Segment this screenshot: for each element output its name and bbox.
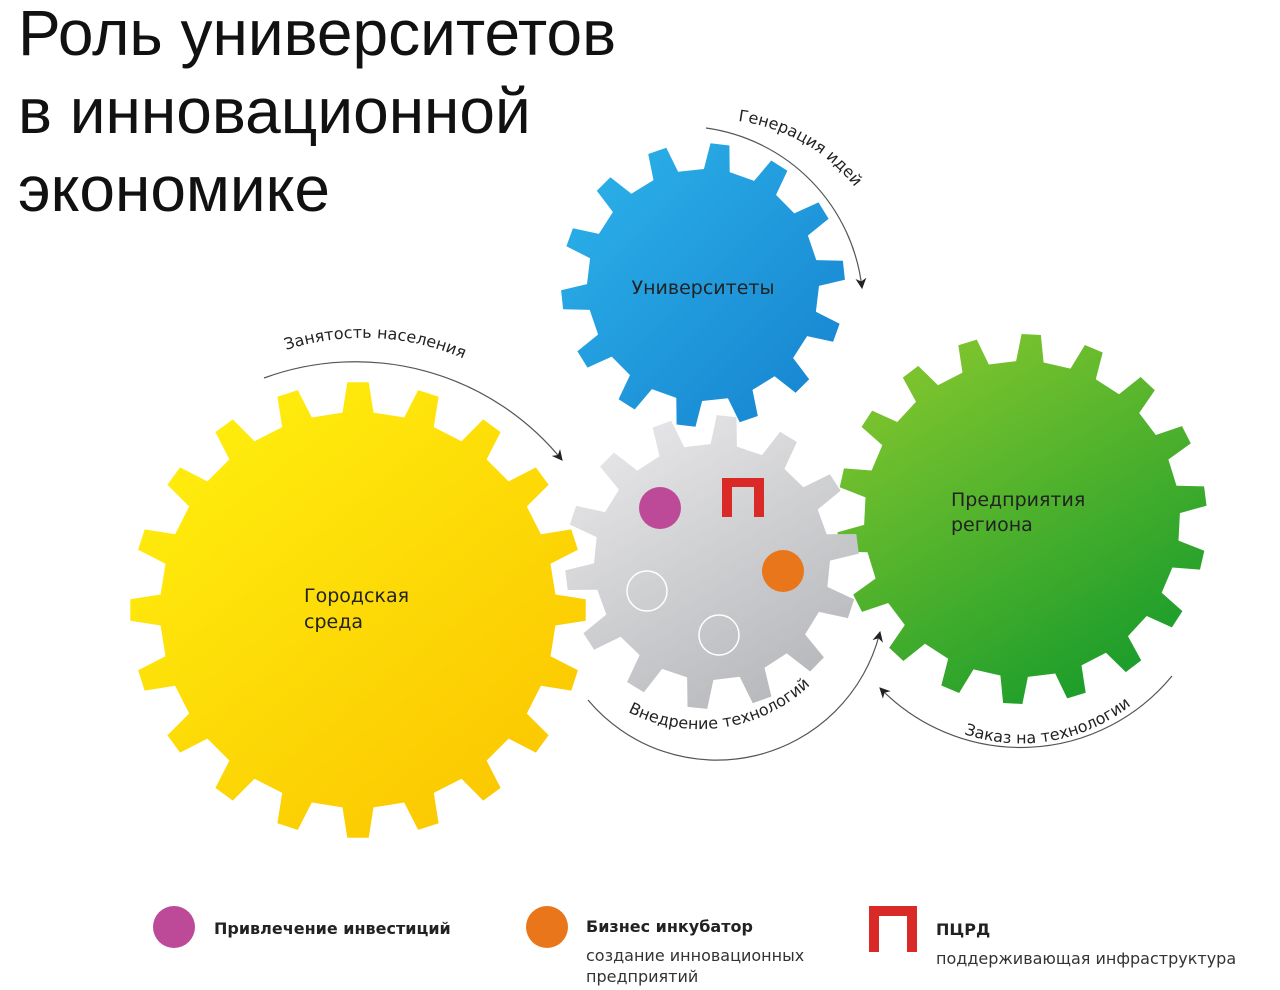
pcrd-marker-icon — [722, 478, 764, 517]
legend-investment-title: Привлечение инвестиций — [214, 919, 451, 938]
ideas-arrow — [705, 127, 867, 290]
tech-order-arrow-label: Заказ на технологии — [963, 693, 1134, 747]
universities-label: Университеты — [632, 277, 775, 299]
legend-incubator-desc: создание инновационных предприятий — [586, 946, 805, 986]
tech-implementation-arrow — [587, 630, 883, 761]
empty-slot-marker — [698, 614, 740, 656]
investment-marker — [639, 487, 681, 529]
tech-implementation-arrow-label: Внедрение технологий — [626, 674, 813, 733]
empty-slot-marker — [626, 570, 668, 612]
city-gear — [130, 382, 586, 838]
legend-pcrd-title: ПЦРД — [936, 920, 991, 939]
enterprises-gear — [837, 334, 1207, 704]
city-label: Городская среда — [304, 585, 415, 633]
tech-order-arrow — [879, 675, 1173, 749]
enterprises-label: Предприятия региона — [951, 489, 1091, 536]
employment-arrow — [263, 361, 563, 461]
red-pi-icon — [869, 906, 917, 952]
title-line: Роль университетов — [18, 0, 617, 69]
universities-gear — [561, 143, 845, 427]
employment-arrow-label: Занятость населения — [282, 323, 470, 362]
page-title: Роль университетов в инновационной эконо… — [18, 0, 616, 228]
legend-incubator-title: Бизнес инкубатор — [586, 917, 753, 936]
ideas-arrow-label: Генерация идей — [737, 106, 866, 190]
title-line: экономике — [18, 153, 330, 225]
incubator-marker — [762, 550, 804, 592]
orange-circle-icon — [526, 906, 568, 948]
title-line: в инновационной — [18, 75, 531, 147]
center-gear — [565, 415, 859, 709]
purple-circle-icon — [153, 906, 195, 948]
legend-pcrd-desc: поддерживающая инфраструктура — [936, 949, 1237, 968]
